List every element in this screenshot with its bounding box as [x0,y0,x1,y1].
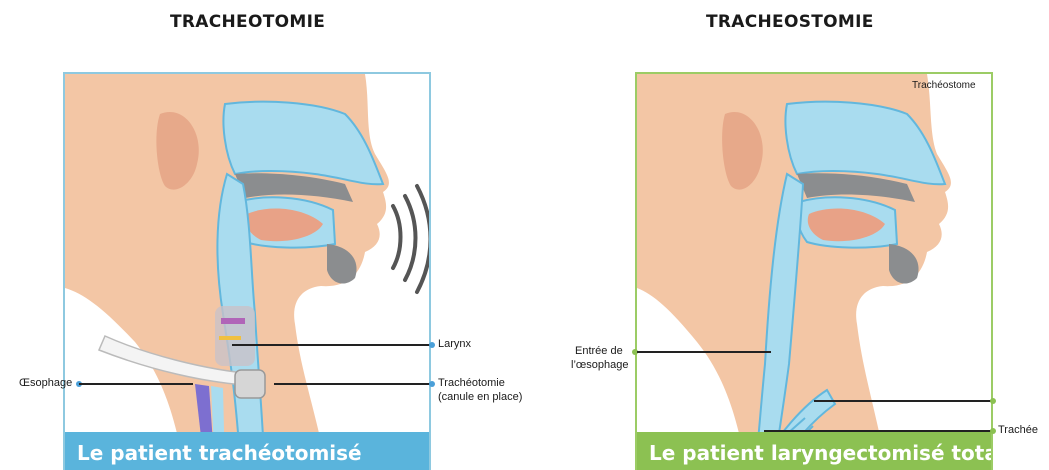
larynx-pointer [232,344,432,346]
label-tracheotomie: Trachéotomie [438,377,505,390]
label-entree-oesophage-2: l’œsophage [571,359,628,372]
head-neck-laryngectomy-drawing [637,74,993,470]
tracheotomy-illustration: Le patient trachéotomisé [63,72,431,470]
label-canule-en-place: (canule en place) [438,391,522,404]
head-neck-drawing [65,74,431,470]
label-oesophage: Œsophage [19,377,72,390]
label-tracheostome: Trachéostome [912,79,976,92]
trachee-pointer [764,430,994,432]
stoma-pointer [814,400,994,402]
title-tracheostomie: TRACHEOSTOMIE [706,12,874,32]
larynx-dot [429,342,435,348]
title-tracheotomie: TRACHEOTOMIE [170,12,325,32]
tracheotomie-dot [429,381,435,387]
oesophage-pointer [79,383,193,385]
label-entree-oesophage: Entrée de [575,345,623,358]
banner-tracheotomise: Le patient trachéotomisé [65,432,429,470]
trachee-dot [990,428,996,434]
banner-laryngectomise-total: Le patient laryngectomisé total [637,432,991,470]
stoma-dot [990,398,996,404]
tracheotomie-pointer [274,383,432,385]
tracheostomy-illustration: Le patient laryngectomisé total [635,72,993,470]
label-larynx: Larynx [438,338,471,351]
label-trachee: Trachée [998,424,1038,437]
entree-oesophage-pointer [637,351,771,353]
